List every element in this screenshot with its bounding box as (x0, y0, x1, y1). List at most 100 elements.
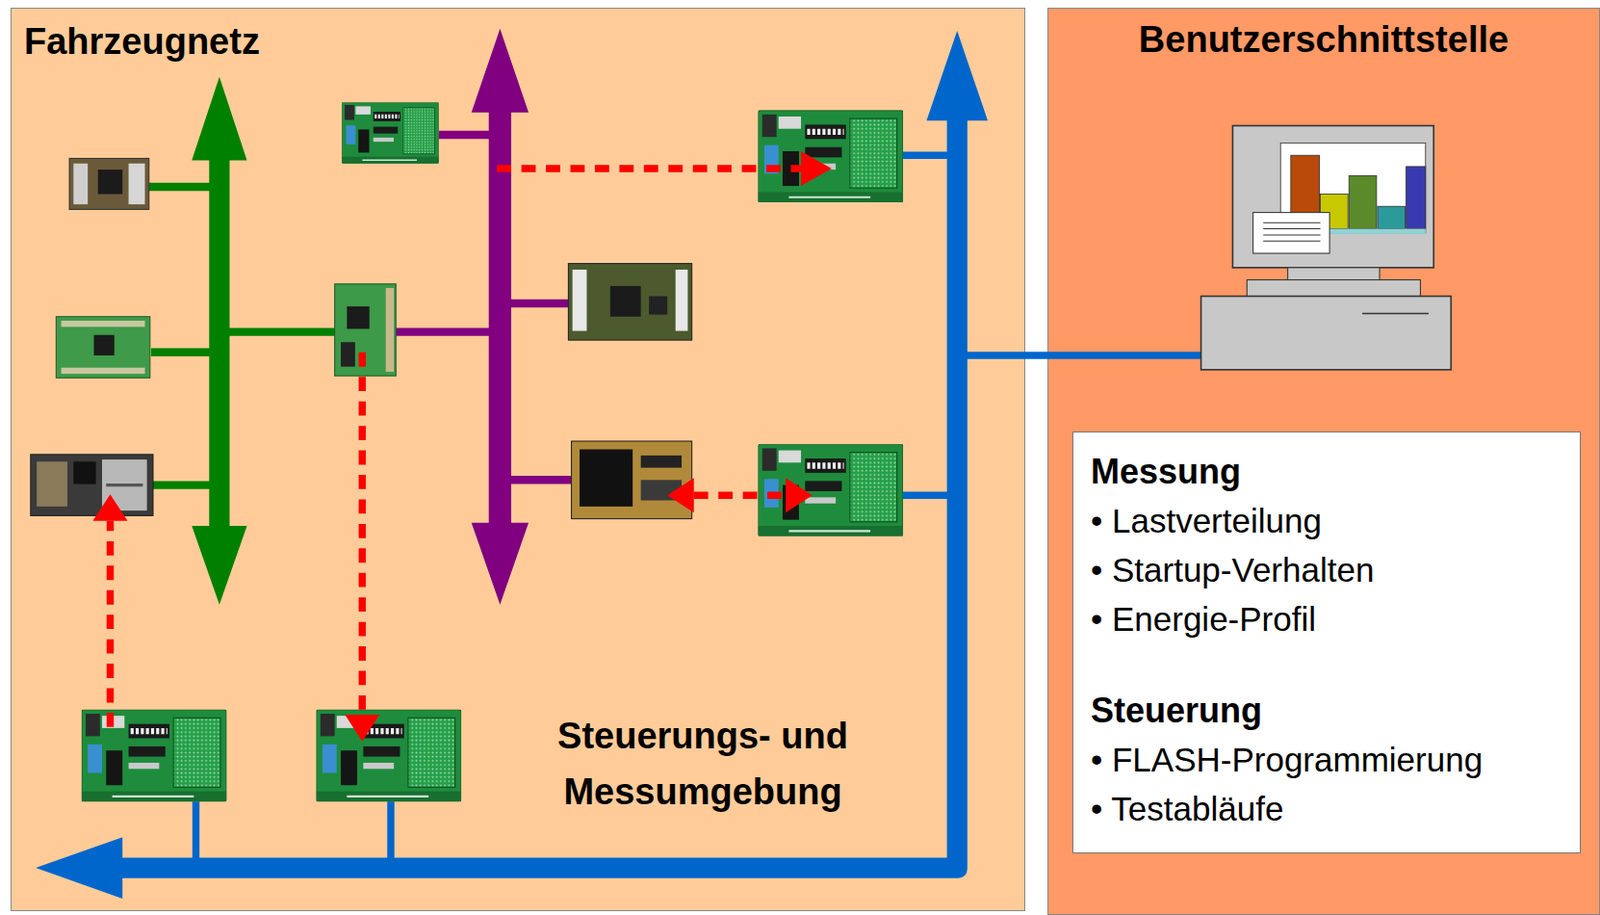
board-pcb (69, 157, 150, 209)
bus-arrow (191, 77, 247, 605)
dev-board (341, 102, 439, 164)
bus-stub (499, 299, 568, 308)
bus-stub (153, 480, 220, 489)
info-box: Messung• Lastverteilung• Startup-Verhalt… (1072, 431, 1581, 853)
region-title: Steuerungs- und Messumgebung (490, 707, 915, 820)
chip (73, 461, 96, 484)
probe-line (496, 164, 801, 172)
probe-lines (109, 168, 801, 727)
bus-stub (438, 130, 501, 139)
desktop-case (1201, 296, 1452, 370)
arrow-head (92, 493, 128, 521)
document-line (1263, 233, 1320, 235)
board-connector (73, 163, 88, 205)
board-connector (102, 459, 148, 511)
dev-board (758, 443, 904, 536)
computer-icon (1201, 126, 1452, 370)
bus-stub (192, 800, 200, 868)
ecu-board (55, 316, 151, 379)
chart-bar (1348, 175, 1377, 229)
board-connector (572, 269, 588, 332)
chart-base (1280, 229, 1426, 234)
chip (648, 296, 668, 315)
bus-stub (151, 348, 220, 357)
chip (610, 285, 642, 317)
ecu-board (571, 440, 693, 519)
bus-stubs (393, 134, 571, 480)
chip (98, 169, 123, 194)
chip (579, 449, 633, 507)
bus-stub (956, 351, 1202, 359)
region-title: Fahrzeugnetz (24, 19, 722, 64)
chip (641, 455, 682, 468)
bus-stub (393, 327, 500, 336)
board-pcb (335, 283, 397, 376)
ecu-board (30, 454, 154, 517)
gateway-board (335, 283, 397, 376)
dev-board (316, 709, 463, 801)
chart-bar (1406, 166, 1426, 230)
chart-bar (1320, 194, 1349, 230)
chart-bar (1290, 154, 1320, 229)
region-title: Benutzerschnittstelle (1048, 17, 1600, 62)
monitor-stand (1288, 267, 1380, 281)
list-item: • Startup-Verhalten (1090, 544, 1563, 594)
board-connector (129, 163, 146, 205)
chip (346, 306, 369, 329)
list-item: • FLASH-Programmierung (1090, 734, 1563, 784)
monitor (1232, 126, 1434, 268)
ecu-board (69, 157, 150, 209)
board-connector (61, 367, 146, 374)
board-print (105, 483, 143, 487)
region-panel: Steuerungs- und Messumgebung (10, 7, 1026, 911)
board-pcb (30, 454, 154, 517)
drive-slot (1362, 312, 1429, 315)
board-pcb (55, 316, 151, 379)
chip (94, 335, 115, 356)
document-icon (1253, 212, 1330, 254)
document-line (1263, 228, 1320, 230)
dev-board (758, 110, 904, 203)
board-pcb (567, 263, 692, 340)
list-item: • Testabläufe (1090, 783, 1563, 833)
probe-line (694, 491, 786, 499)
dev-board (81, 709, 228, 801)
arrow-head (667, 477, 695, 513)
arrow-head (800, 151, 832, 186)
document-line (1263, 222, 1320, 224)
bus-stub (387, 800, 394, 868)
bus-stub (499, 475, 571, 484)
bus-stub (219, 327, 337, 336)
board-pcb (571, 440, 693, 519)
bus-stub (903, 152, 957, 159)
arrow-head (785, 477, 813, 513)
screen (1280, 143, 1426, 233)
bus-arrow (471, 28, 529, 605)
document-lines (1263, 222, 1320, 241)
region-panel: BenutzerschnittstelleMessung• Lastvertei… (1047, 7, 1600, 915)
chip (340, 341, 356, 366)
list-heading: Messung (1090, 446, 1563, 496)
board-connector (675, 269, 689, 332)
arrow-head (344, 714, 380, 742)
list-heading: Steuerung (1090, 685, 1563, 735)
bus-stub (903, 491, 957, 499)
document-line (1263, 240, 1320, 242)
probe-line (359, 352, 366, 715)
chart-bar (1377, 206, 1406, 229)
list-item: • Energie-Profil (1090, 593, 1563, 644)
board-connector (61, 320, 146, 327)
probe-heads (92, 151, 831, 742)
bus-stub (149, 182, 220, 191)
probe-line (106, 520, 114, 727)
bus-stubs (196, 154, 1203, 868)
ecu-board (567, 263, 692, 340)
bus-stubs (149, 186, 337, 486)
bus-arrow (35, 30, 988, 899)
board-connector (386, 287, 394, 372)
component (36, 461, 68, 507)
component (641, 479, 682, 500)
list-item: • Lastverteilung (1090, 495, 1563, 545)
monitor-base (1246, 280, 1420, 297)
